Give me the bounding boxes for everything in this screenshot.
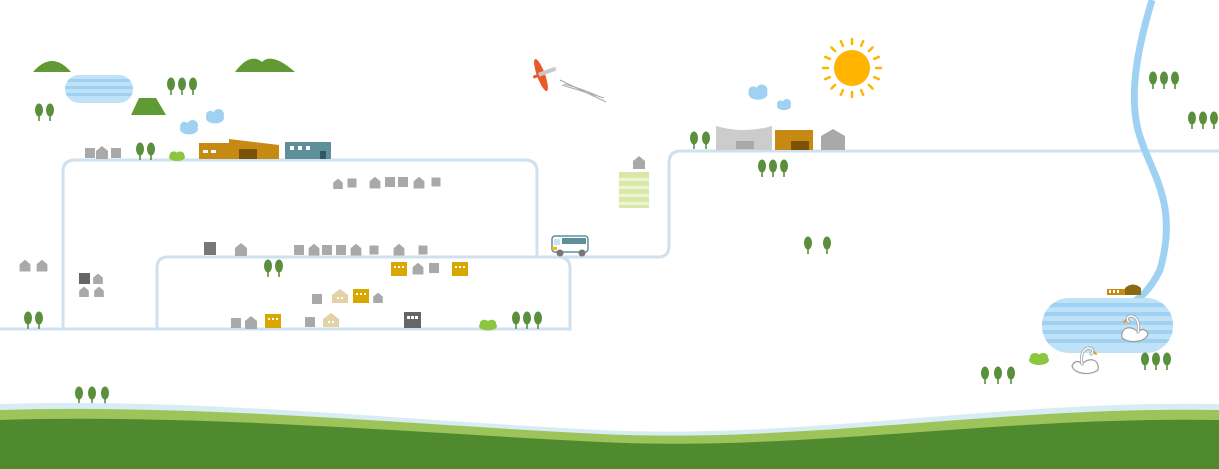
- cloud-icon: [748, 84, 768, 100]
- tree-icon: [823, 236, 831, 254]
- bush-icon: [1029, 353, 1049, 365]
- sun-ray: [839, 88, 845, 97]
- tree-icon: [804, 236, 812, 254]
- biplane-icon: [532, 58, 557, 92]
- sun-ray: [867, 83, 874, 90]
- tree-icon: [523, 311, 531, 329]
- tree-icon: [275, 259, 283, 277]
- tower: [619, 156, 649, 208]
- sun-ray: [872, 55, 881, 61]
- hill-icon: [235, 58, 295, 72]
- tree-icon: [1188, 111, 1196, 129]
- tree-icon: [88, 386, 96, 404]
- contrail: [559, 79, 607, 103]
- hill-icon: [131, 98, 166, 115]
- trees: [24, 71, 1218, 404]
- tree-icon: [534, 311, 542, 329]
- tree-icon: [769, 159, 777, 177]
- sun-ray: [867, 46, 874, 53]
- tree-icon: [35, 311, 43, 329]
- sun-ray: [859, 39, 865, 48]
- tree-icon: [1149, 71, 1157, 89]
- cloud-icon: [180, 120, 198, 135]
- sun-ray: [830, 83, 837, 90]
- tree-icon: [264, 259, 272, 277]
- town-right: [716, 126, 1141, 295]
- pond: [65, 75, 133, 103]
- sun-ray: [872, 75, 881, 81]
- tree-icon: [75, 386, 83, 404]
- town-top-left: [85, 139, 331, 159]
- bush-icon: [169, 151, 185, 161]
- sun-icon: [821, 37, 883, 99]
- tree-icon: [690, 131, 698, 149]
- sun-ray: [823, 75, 832, 81]
- tree-icon: [136, 142, 144, 160]
- tree-icon: [1007, 366, 1015, 384]
- river: [1118, 0, 1170, 314]
- tree-icon: [512, 311, 520, 329]
- road-network: [0, 149, 1219, 331]
- tree-icon: [1152, 352, 1160, 370]
- sun-ray: [830, 46, 837, 53]
- lake: [1042, 298, 1173, 353]
- ground: [0, 402, 1219, 469]
- tree-icon: [758, 159, 766, 177]
- tree-icon: [189, 77, 197, 95]
- town-lower: [231, 262, 468, 329]
- sun-ray: [839, 39, 845, 48]
- cloud-icon: [777, 99, 791, 111]
- tree-icon: [1199, 111, 1207, 129]
- tree-icon: [35, 103, 43, 121]
- tree-icon: [1171, 71, 1179, 89]
- town-middle: [204, 176, 441, 256]
- tree-icon: [994, 366, 1002, 384]
- tree-icon: [1163, 352, 1171, 370]
- bush-icon: [479, 319, 497, 331]
- tree-icon: [46, 103, 54, 121]
- town-far-left: [19, 259, 104, 297]
- tree-icon: [981, 366, 989, 384]
- sun-ray: [823, 55, 832, 61]
- sun-ray: [859, 88, 865, 97]
- van-icon: [551, 235, 589, 257]
- tree-icon: [101, 386, 109, 404]
- hills: [33, 58, 295, 115]
- tree-icon: [147, 142, 155, 160]
- tree-icon: [702, 131, 710, 149]
- tree-icon: [1210, 111, 1218, 129]
- tree-icon: [24, 311, 32, 329]
- tree-icon: [167, 77, 175, 95]
- cloud-icon: [206, 109, 224, 124]
- hill-icon: [33, 61, 71, 72]
- tree-icon: [1160, 71, 1168, 89]
- tree-icon: [1141, 352, 1149, 370]
- tree-icon: [178, 77, 186, 95]
- tree-icon: [780, 159, 788, 177]
